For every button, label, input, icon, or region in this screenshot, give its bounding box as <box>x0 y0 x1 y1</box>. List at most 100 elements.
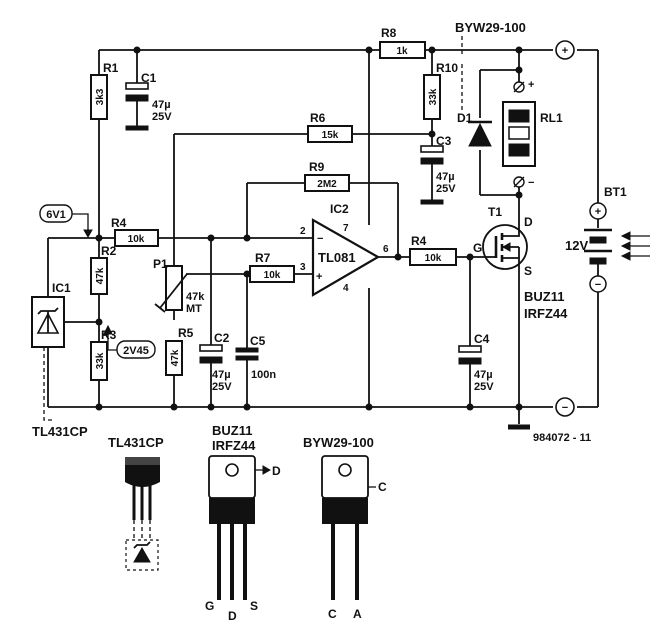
svg-text:MT: MT <box>186 303 202 315</box>
svg-text:10k: 10k <box>128 234 145 245</box>
relay-rl1: + − RL1 <box>502 79 563 189</box>
svg-text:IC2: IC2 <box>330 202 349 216</box>
svg-text:IC1: IC1 <box>52 281 71 295</box>
svg-text:R3: R3 <box>101 328 117 342</box>
package-tl431cp: TL431CP <box>108 435 164 571</box>
svg-text:TL081: TL081 <box>318 250 356 265</box>
svg-text:R1: R1 <box>103 61 119 75</box>
svg-text:C4: C4 <box>474 332 490 346</box>
plus-rail-terminal: + <box>555 40 575 60</box>
svg-text:BUZ11: BUZ11 <box>212 423 252 438</box>
svg-text:47k: 47k <box>170 349 181 366</box>
svg-text:6V1: 6V1 <box>46 209 66 221</box>
package-buz11-irfz44: BUZ11 IRFZ44 D G D S <box>205 423 281 623</box>
svg-text:A: A <box>353 607 362 621</box>
ic1-tl431: IC1 TL431CP <box>31 281 88 439</box>
svg-text:25V: 25V <box>474 381 494 393</box>
svg-text:47µ: 47µ <box>436 171 455 183</box>
svg-text:47µ: 47µ <box>152 99 171 111</box>
minus-rail-terminal: − <box>555 397 575 417</box>
svg-text:33k: 33k <box>428 88 439 105</box>
resistor-r6: R6 15k <box>307 111 353 143</box>
diode-d1: D1 BYW29-100 <box>455 20 526 147</box>
svg-text:25V: 25V <box>436 183 456 195</box>
svg-text:D: D <box>228 609 237 623</box>
svg-text:3: 3 <box>300 262 306 273</box>
svg-text:C5: C5 <box>250 334 266 348</box>
resistor-r4-gate: R4 10k <box>409 234 457 266</box>
svg-text:25V: 25V <box>212 381 232 393</box>
resistor-r2: R2 47k <box>90 244 117 295</box>
svg-text:R9: R9 <box>309 160 325 174</box>
capacitor-c2: C2 47µ 25V <box>199 331 232 393</box>
svg-text:C3: C3 <box>436 134 452 148</box>
svg-text:C: C <box>328 607 337 621</box>
svg-text:D: D <box>524 215 533 229</box>
svg-text:G: G <box>205 599 214 613</box>
svg-text:C2: C2 <box>214 331 230 345</box>
svg-text:BT1: BT1 <box>604 185 627 199</box>
svg-text:33k: 33k <box>95 352 106 369</box>
svg-text:RL1: RL1 <box>540 111 563 125</box>
svg-text:2V45: 2V45 <box>123 345 149 357</box>
svg-text:C1: C1 <box>141 71 157 85</box>
figure-number: 984072 - 11 <box>533 432 591 444</box>
svg-text:TL431CP: TL431CP <box>108 435 164 450</box>
voltage-tag-6v1: 6V1 <box>39 204 73 223</box>
svg-text:25V: 25V <box>152 111 172 123</box>
junction-dots <box>95 46 523 411</box>
svg-text:1k: 1k <box>396 46 408 57</box>
resistor-r10: R10 33k <box>423 61 458 120</box>
mosfet-t1: T1 D G S BUZ11 IRFZ44 <box>473 205 568 321</box>
svg-text:6: 6 <box>383 244 389 255</box>
svg-text:T1: T1 <box>488 205 502 219</box>
capacitor-c4: C4 47µ 25V <box>458 332 494 393</box>
svg-text:+: + <box>562 45 568 57</box>
svg-text:−: − <box>528 177 534 189</box>
battery-bt1: + − BT1 12V <box>565 185 650 293</box>
capacitor-c1: C1 47µ 25V <box>125 71 172 131</box>
svg-text:2: 2 <box>300 226 306 237</box>
svg-text:R4: R4 <box>411 234 427 248</box>
svg-text:R7: R7 <box>255 251 271 265</box>
svg-text:10k: 10k <box>264 270 281 281</box>
svg-text:IRFZ44: IRFZ44 <box>212 438 256 453</box>
svg-text:100n: 100n <box>251 369 276 381</box>
svg-text:4: 4 <box>343 283 349 294</box>
svg-text:BYW29-100: BYW29-100 <box>303 435 374 450</box>
resistor-r4-input: R4 10k <box>111 216 159 247</box>
voltage-tag-2v45: 2V45 <box>116 340 156 359</box>
svg-text:10k: 10k <box>425 253 442 264</box>
svg-text:12V: 12V <box>565 238 588 253</box>
svg-text:R5: R5 <box>178 326 194 340</box>
svg-text:R6: R6 <box>310 111 326 125</box>
resistor-r8: R8 1k <box>379 26 426 59</box>
capacitor-c5: C5 100n <box>235 334 276 381</box>
svg-text:−: − <box>562 402 568 414</box>
svg-text:47µ: 47µ <box>212 369 231 381</box>
resistor-r5: R5 47k <box>165 326 194 376</box>
svg-text:47k: 47k <box>95 267 106 284</box>
svg-text:R10: R10 <box>436 61 458 75</box>
svg-text:+: + <box>528 79 534 91</box>
svg-text:15k: 15k <box>322 130 339 141</box>
svg-text:+: + <box>316 271 322 283</box>
svg-text:P1: P1 <box>153 257 168 271</box>
svg-text:IRFZ44: IRFZ44 <box>524 306 568 321</box>
resistor-r7: R7 10k <box>249 251 295 283</box>
svg-text:3k3: 3k3 <box>95 88 106 105</box>
svg-text:G: G <box>473 241 482 255</box>
svg-text:D: D <box>272 464 281 478</box>
svg-text:R2: R2 <box>101 244 117 258</box>
resistor-r3: R3 33k <box>90 328 117 381</box>
wires <box>47 36 599 430</box>
svg-text:47k: 47k <box>186 291 205 303</box>
svg-text:47µ: 47µ <box>474 369 493 381</box>
ic2-tl081-opamp: IC2 TL081 2 3 6 7 4 − + <box>300 202 389 297</box>
resistor-r1: R1 3k3 <box>90 61 119 120</box>
svg-text:BUZ11: BUZ11 <box>524 289 564 304</box>
svg-text:BYW29-100: BYW29-100 <box>455 20 526 35</box>
svg-text:+: + <box>595 206 601 218</box>
svg-text:−: − <box>317 233 323 245</box>
